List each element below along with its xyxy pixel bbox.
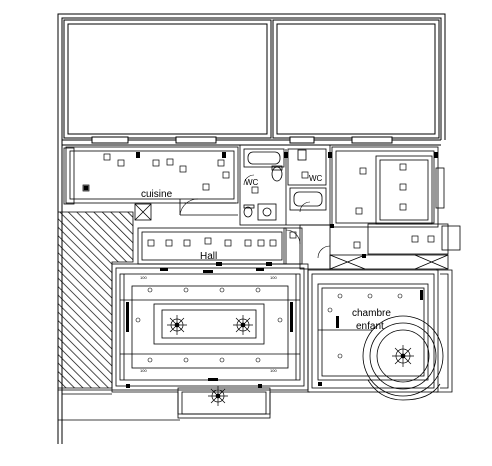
hall-room [137,227,303,265]
mid-walls [62,136,441,146]
svg-text:100: 100 [140,275,147,280]
wall-markers [126,152,438,388]
dimension-marks: 100 100 100 100 [140,275,277,373]
bedroom-top-right [331,146,461,255]
chandelier-icon [167,315,187,335]
room-label-wc-left: WC [245,178,259,187]
hatched-zone [57,211,134,389]
door-swings [179,174,331,259]
spotlight-icons [135,287,403,363]
child-bedroom [307,269,453,401]
room-label-kitchen: cuisine [141,189,173,200]
bay-room [58,387,310,421]
electrical-fixtures [82,153,435,249]
top-rooms [63,19,440,139]
corridor [299,224,449,270]
room-label-child-bedroom-1: chambre [352,308,391,319]
svg-text:100: 100 [140,368,147,373]
room-label-hall: Hall [200,251,217,262]
wc-block [239,144,331,226]
stair-box [134,203,152,221]
room-label-child-bedroom-2: enfant [356,321,384,332]
svg-text:100: 100 [270,275,277,280]
chandelier-icon [233,315,253,335]
svg-text:100: 100 [270,368,277,373]
room-label-wc-right: WC [309,174,323,183]
chandelier-icon [392,345,414,367]
chandelier-icon [208,386,228,406]
kitchen-room [63,146,239,216]
